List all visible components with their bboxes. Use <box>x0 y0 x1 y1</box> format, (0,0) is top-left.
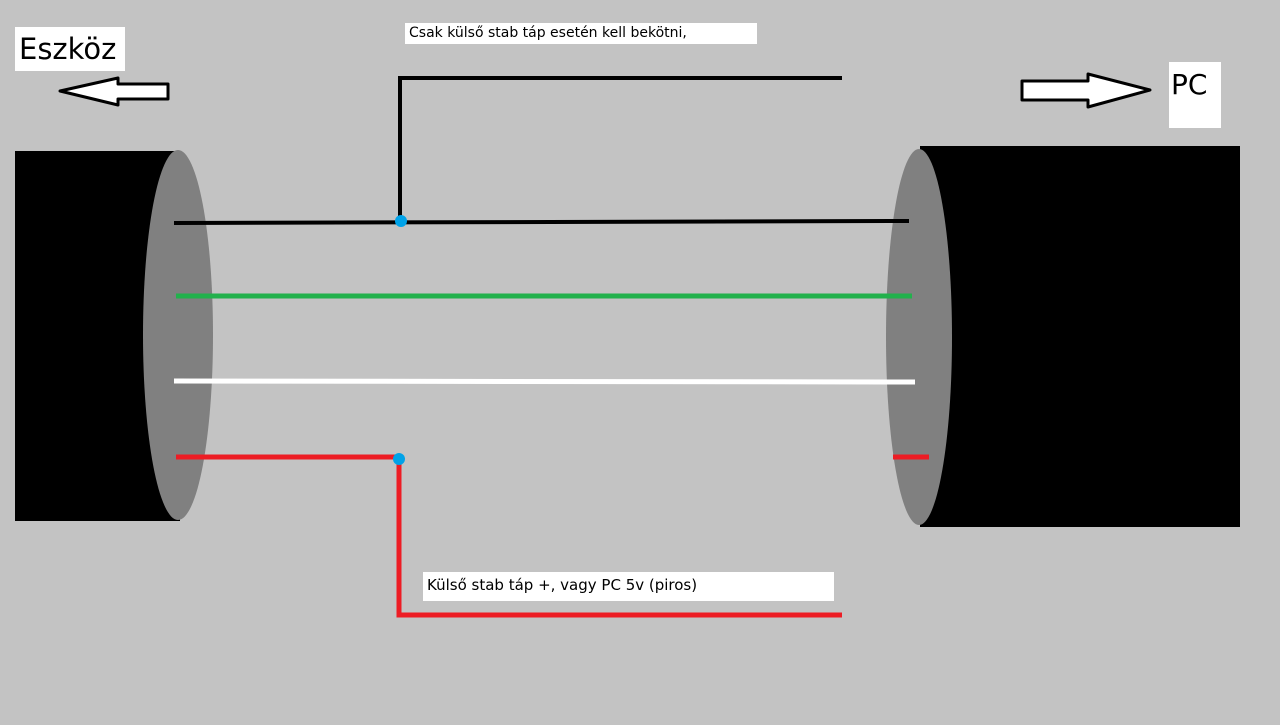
device-connector-face <box>143 150 213 520</box>
pc-connector-body <box>920 146 1240 527</box>
pc-label: PC <box>1169 62 1221 128</box>
red-junction-dot <box>393 453 405 465</box>
left-arrow-icon <box>58 76 170 107</box>
device-label: Eszköz <box>15 27 125 71</box>
white-wire <box>173 378 916 385</box>
external-ground-note: Csak külső stab táp esetén kell bekötni, <box>405 23 757 44</box>
ground-junction-dot <box>395 215 407 227</box>
red-supply-branch <box>396 460 842 618</box>
pc-connector-face <box>886 149 952 525</box>
black-wire <box>173 219 910 225</box>
power-supply-note: Külső stab táp +, vagy PC 5v (piros) <box>423 572 834 601</box>
right-arrow-icon <box>1020 72 1152 109</box>
external-ground-branch <box>398 76 842 221</box>
